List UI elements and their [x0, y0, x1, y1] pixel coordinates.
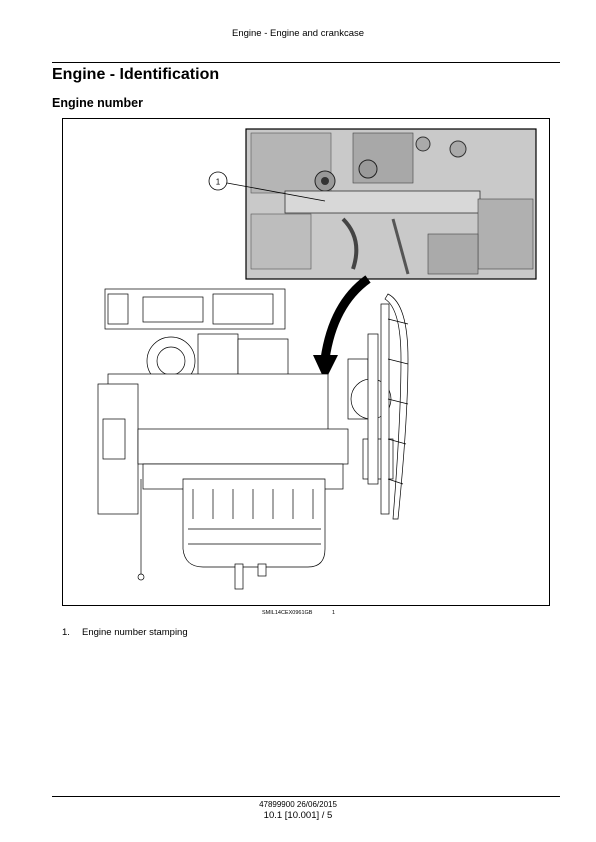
engine-figure: 1	[62, 118, 550, 606]
legend-item-label: Engine number stamping	[82, 627, 188, 638]
pointer-arrow	[313, 275, 371, 381]
callout-number: 1	[216, 178, 221, 187]
footer-document-number: 47899900 26/06/2015	[259, 800, 337, 809]
legend-list: 1. Engine number stamping	[62, 627, 188, 638]
footer-rule	[52, 796, 560, 797]
engine-illustration: 1	[97, 128, 537, 590]
detail-inset	[245, 128, 537, 280]
figure-number: 1	[332, 610, 336, 616]
footer-page-number: 10.1 [10.001] / 5	[263, 810, 333, 821]
section-subtitle: Engine number	[52, 96, 143, 110]
callout-1: 1	[208, 171, 326, 202]
header-rule	[52, 62, 560, 63]
page-title: Engine - Identification	[52, 66, 220, 83]
legend-item: 1. Engine number stamping	[62, 627, 188, 638]
engine-body	[97, 288, 394, 590]
running-header: Engine - Engine and crankcase	[231, 28, 365, 39]
legend-item-number: 1.	[62, 627, 70, 638]
fan	[367, 293, 409, 520]
figure-code: SMIL14CEX0961GB	[262, 610, 313, 616]
